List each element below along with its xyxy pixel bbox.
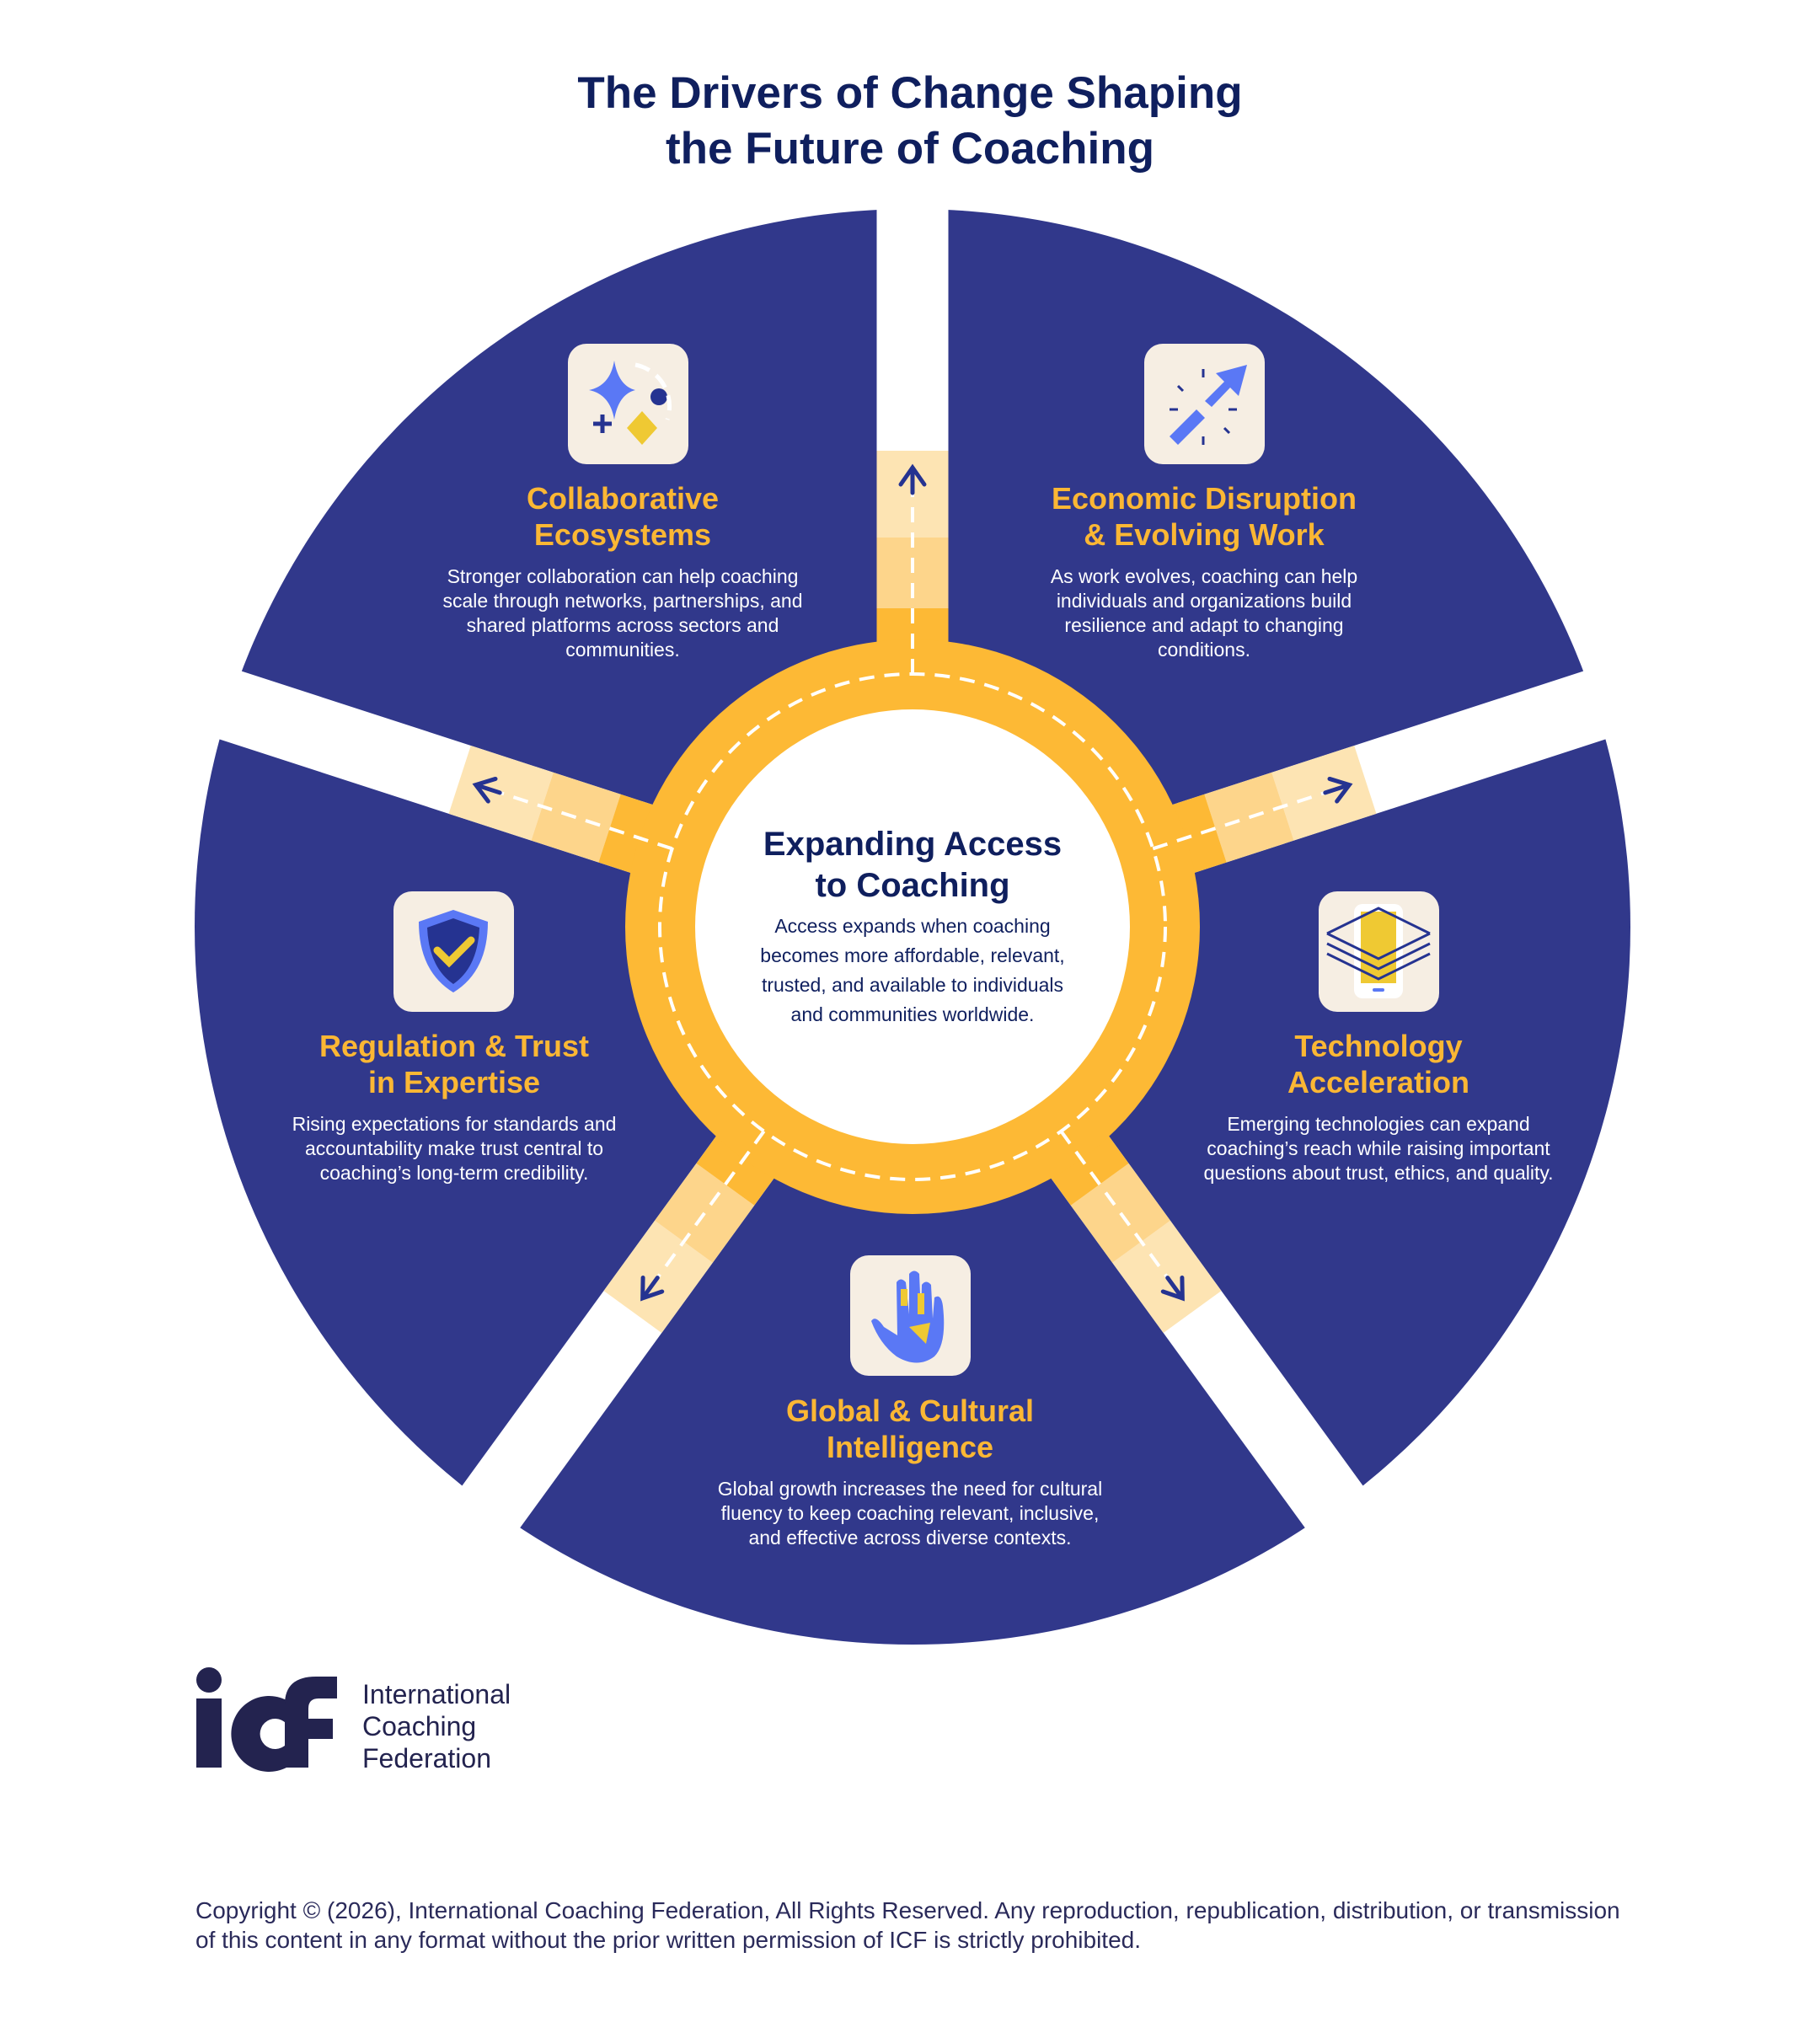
copyright-notice: Copyright © (2026), International Coachi… [195,1897,1620,1953]
segment-title: Intelligence [826,1430,994,1464]
segment-title: Acceleration [1287,1065,1470,1099]
segment-title: Collaborative [526,481,720,516]
arrow-icon [472,776,502,804]
phone-layers-icon [1319,891,1439,1012]
broken-arrow-up-icon [1144,344,1265,464]
segment-body: Stronger collaboration can help coaching… [442,565,803,661]
title-line-1: The Drivers of Change Shaping [577,68,1243,118]
dashed-connector [479,784,673,851]
logo-wordmark: International Coaching Federation [362,1678,511,1774]
dashed-connector [643,1130,766,1297]
segment-title: & Evolving Work [1084,517,1325,552]
segment-title: Global & Cultural [785,1393,1034,1428]
center-circle [695,709,1130,1144]
segment-title: Ecosystems [533,517,712,552]
title-line-2: the Future of Coaching [665,124,1155,174]
segment-title: in Expertise [367,1065,541,1099]
icf-logo [196,1667,337,1772]
dashed-connector [1059,1130,1182,1297]
segment-title: Economic Disruption [1051,481,1357,516]
segment-body: As work evolves, coaching can help indiv… [1050,565,1358,661]
arrow-icon [1323,776,1353,804]
center-title: Expanding Access [763,826,1063,863]
center-body: Access expands when coaching becomes mor… [760,915,1065,1025]
arrow-icon [898,463,927,495]
center-hub: Expanding Access to Coaching Access expan… [710,824,1115,1030]
logo-line: International [362,1679,511,1709]
segment-title: Regulation & Trust [318,1029,589,1063]
dashed-connector [1152,784,1346,851]
segment-body: Rising expectations for standards and ac… [292,1113,617,1184]
segment-body: Global growth increases the need for cul… [717,1478,1103,1549]
segment-economic-disruption: Economic Disruption& Evolving Work As wo… [1010,480,1398,662]
hand-icon [850,1255,971,1376]
logo-line: Federation [362,1743,491,1773]
sparkle-collaboration-icon [568,344,688,464]
segment-body: Emerging technologies can expand coachin… [1203,1113,1554,1184]
arrow-icon [640,1276,665,1302]
logo-line: Coaching [362,1711,477,1741]
segment-title: Technology [1294,1029,1463,1063]
page-title: The Drivers of Change Shaping the Future… [0,66,1820,177]
arrow-icon [1160,1276,1185,1302]
center-title: to Coaching [815,867,1010,904]
shield-check-icon [393,891,514,1012]
